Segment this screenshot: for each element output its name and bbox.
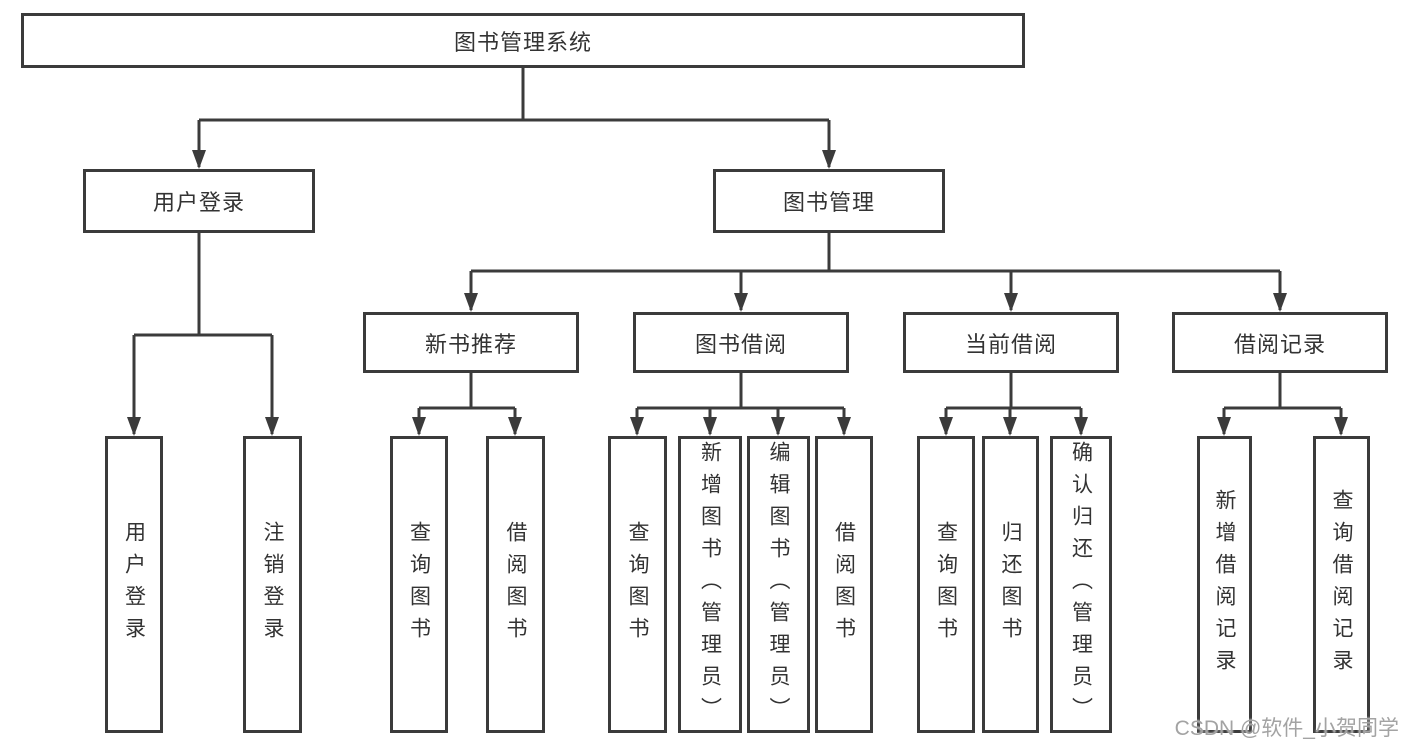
node-book-management-label: 图书管理 [782, 190, 875, 215]
node-leaf-confirm-return-admin: 确认归还（管理员） [1050, 436, 1112, 733]
arrowheads-book-borrow-children [630, 417, 851, 436]
node-leaf-logout-label: 注销登录 [261, 520, 284, 649]
connector-borrow-records-children [1222, 373, 1343, 434]
node-book-borrow: 图书借阅 [633, 312, 849, 373]
connector-new-book-children [417, 373, 517, 434]
node-book-management: 图书管理 [713, 169, 945, 233]
node-leaf-user-login: 用户登录 [105, 436, 163, 733]
node-current-borrow: 当前借阅 [903, 312, 1119, 373]
arrowheads-borrow-records-children [1217, 417, 1348, 436]
node-leaf-query-books-current: 查询图书 [917, 436, 975, 733]
node-leaf-add-book-admin-label: 新增图书（管理员） [698, 440, 722, 729]
arrowheads-new-book-children [412, 417, 522, 436]
node-borrow-records-label: 借阅记录 [1233, 331, 1326, 357]
arrowheads-root-to-level2 [192, 150, 836, 169]
connector-root-to-level2-lines [197, 68, 831, 167]
node-leaf-edit-book-admin: 编辑图书（管理员） [747, 436, 810, 733]
node-leaf-return-books: 归还图书 [982, 436, 1039, 733]
node-leaf-add-book-admin: 新增图书（管理员） [678, 436, 742, 733]
node-leaf-query-books-newbook-label: 查询图书 [407, 520, 431, 649]
node-leaf-user-login-label: 用户登录 [122, 520, 146, 649]
node-leaf-borrow-books-newbook: 借阅图书 [486, 436, 545, 733]
node-borrow-records: 借阅记录 [1172, 312, 1388, 373]
node-current-borrow-label: 当前借阅 [964, 331, 1057, 357]
node-leaf-query-borrow-record: 查询借阅记录 [1313, 436, 1370, 733]
node-leaf-query-books-newbook: 查询图书 [390, 436, 448, 733]
node-leaf-logout: 注销登录 [243, 436, 302, 733]
node-leaf-edit-book-admin-label: 编辑图书（管理员） [767, 440, 790, 729]
node-leaf-add-borrow-record: 新增借阅记录 [1197, 436, 1252, 733]
connector-book-borrow-children [635, 373, 846, 434]
arrowheads-current-borrow-children [939, 417, 1088, 436]
node-leaf-add-borrow-record-label: 新增借阅记录 [1213, 488, 1236, 681]
node-new-book-recommend: 新书推荐 [363, 312, 579, 373]
node-leaf-borrow-books-borrow-label: 借阅图书 [832, 520, 856, 649]
node-leaf-borrow-books-newbook-label: 借阅图书 [504, 520, 527, 649]
node-leaf-confirm-return-admin-label: 确认归还（管理员） [1069, 440, 1093, 729]
node-leaf-return-books-label: 归还图书 [999, 520, 1022, 649]
connector-book-mgmt-children [469, 233, 1282, 310]
watermark: CSDN @软件_小贺同学 [1174, 717, 1399, 740]
arrowheads-book-mgmt-children [464, 293, 1287, 312]
node-leaf-query-books-borrow: 查询图书 [608, 436, 667, 733]
node-leaf-borrow-books-borrow: 借阅图书 [815, 436, 873, 733]
node-book-borrow-label: 图书借阅 [694, 331, 787, 357]
node-library-system: 图书管理系统 [21, 13, 1025, 68]
node-leaf-query-books-current-label: 查询图书 [934, 520, 958, 649]
node-user-login-label: 用户登录 [152, 190, 245, 215]
arrowheads-user-login-children [127, 417, 279, 436]
node-user-login: 用户登录 [83, 169, 315, 233]
node-new-book-recommend-label: 新书推荐 [424, 331, 517, 357]
node-library-system-label: 图书管理系统 [453, 29, 592, 55]
connector-user-login-children [132, 233, 274, 434]
node-leaf-query-borrow-record-label: 查询借阅记录 [1330, 488, 1353, 681]
node-leaf-query-books-borrow-label: 查询图书 [626, 520, 649, 649]
